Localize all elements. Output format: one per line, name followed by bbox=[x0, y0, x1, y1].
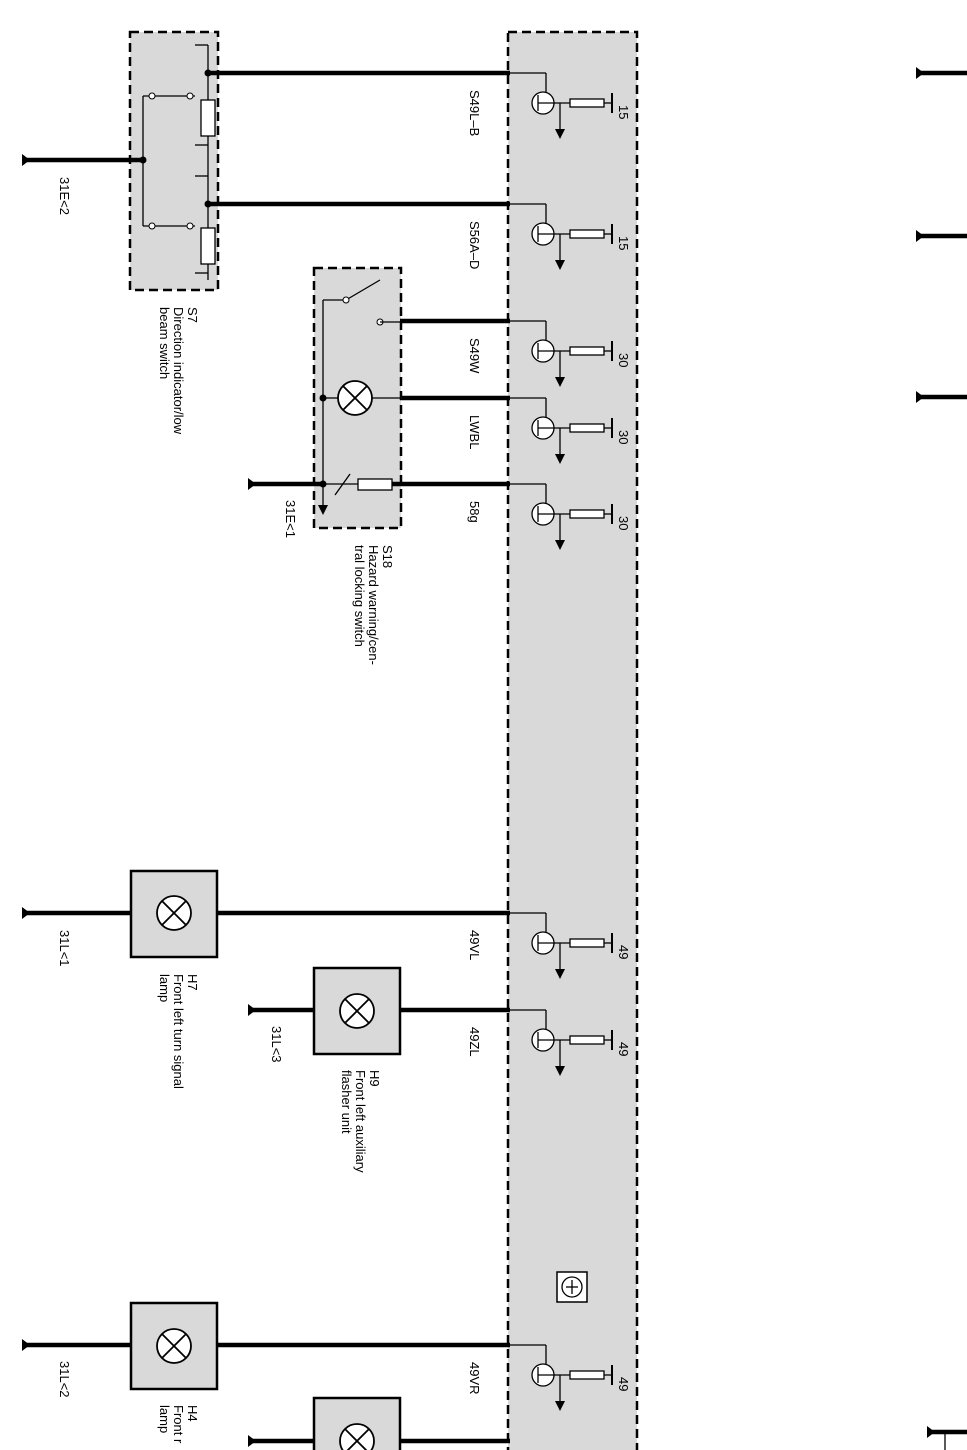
ground-label: 31E<2 bbox=[57, 177, 72, 215]
ground-terminal-icon bbox=[248, 1435, 256, 1447]
module-code: H9 bbox=[367, 1070, 382, 1087]
module-code: S7 bbox=[185, 307, 200, 323]
signal-stage bbox=[508, 912, 613, 979]
signal-stage bbox=[508, 397, 613, 464]
module-desc: flasher unit bbox=[339, 1070, 354, 1134]
module-code: H4 bbox=[185, 1405, 200, 1422]
pin-label: 30 bbox=[616, 353, 631, 367]
pin-label: 15 bbox=[616, 236, 631, 250]
module-desc: beam switch bbox=[157, 307, 172, 379]
connector-stub bbox=[916, 391, 967, 403]
module-desc: Hazard warning/cen- bbox=[366, 545, 381, 665]
wire-label: 58g bbox=[467, 501, 482, 523]
pin-label: 30 bbox=[616, 430, 631, 444]
connector-stub bbox=[916, 230, 967, 242]
connector-stub bbox=[927, 1426, 967, 1450]
ground-terminal-icon bbox=[22, 1339, 30, 1351]
pin-label: 30 bbox=[616, 516, 631, 530]
s18-lamp-icon bbox=[337, 380, 373, 416]
module-desc: lamp bbox=[157, 1405, 172, 1433]
signal-stage bbox=[508, 203, 613, 270]
ground-terminal-icon bbox=[22, 907, 30, 919]
h7-lamp-icon bbox=[156, 895, 192, 931]
pin-label: 49 bbox=[616, 1042, 631, 1056]
wire-label: 49VL bbox=[467, 930, 482, 960]
s7-switch-contacts-icon bbox=[142, 44, 216, 280]
module-desc: lamp bbox=[157, 974, 172, 1002]
module-desc: tral locking switch bbox=[352, 545, 367, 647]
signal-stage bbox=[508, 320, 613, 387]
signal-stage bbox=[508, 1009, 613, 1076]
h7-lamp-box bbox=[129, 869, 219, 959]
signal-stage bbox=[508, 1344, 613, 1411]
ground-terminal-icon bbox=[248, 478, 256, 490]
signal-stage bbox=[508, 483, 613, 550]
pin-label: 49 bbox=[616, 945, 631, 959]
pin-label: 49 bbox=[616, 1377, 631, 1391]
h9-lamp-icon bbox=[339, 993, 375, 1029]
module-desc: Direction indicator/low bbox=[171, 307, 186, 435]
wire-label: S49L–B bbox=[467, 90, 482, 136]
h4-lamp-icon bbox=[156, 1328, 192, 1364]
ground-terminal-icon bbox=[22, 154, 30, 166]
wire-label: 49ZL bbox=[467, 1027, 482, 1057]
module-symbol-icon bbox=[556, 1271, 588, 1303]
module-desc: Front left turn signal bbox=[171, 974, 186, 1089]
connector-stub bbox=[916, 67, 967, 79]
signal-stage bbox=[508, 72, 613, 139]
module-code: H7 bbox=[185, 974, 200, 991]
wire-label: LWBL bbox=[467, 415, 482, 449]
module-desc: Front r bbox=[171, 1405, 186, 1444]
ground-label: 31E<1 bbox=[283, 500, 298, 538]
pin-label: 15 bbox=[616, 105, 631, 119]
wire-label: S49W bbox=[467, 338, 482, 374]
control-module-box bbox=[506, 30, 639, 1450]
module-code: S18 bbox=[380, 545, 395, 568]
lamp-icon-partial bbox=[339, 1423, 375, 1450]
s18-switch-icon bbox=[318, 279, 400, 515]
ground-label: 31L<2 bbox=[57, 1361, 72, 1398]
ground-terminal-icon bbox=[248, 1004, 256, 1016]
ground-label: 31L<3 bbox=[269, 1026, 284, 1063]
ground-label: 31L<1 bbox=[57, 930, 72, 967]
wire-label: S56A–D bbox=[467, 221, 482, 269]
junction-dot bbox=[319, 394, 327, 402]
wire-label: 49VR bbox=[467, 1362, 482, 1395]
module-desc: Front left auxiliary bbox=[353, 1070, 368, 1173]
